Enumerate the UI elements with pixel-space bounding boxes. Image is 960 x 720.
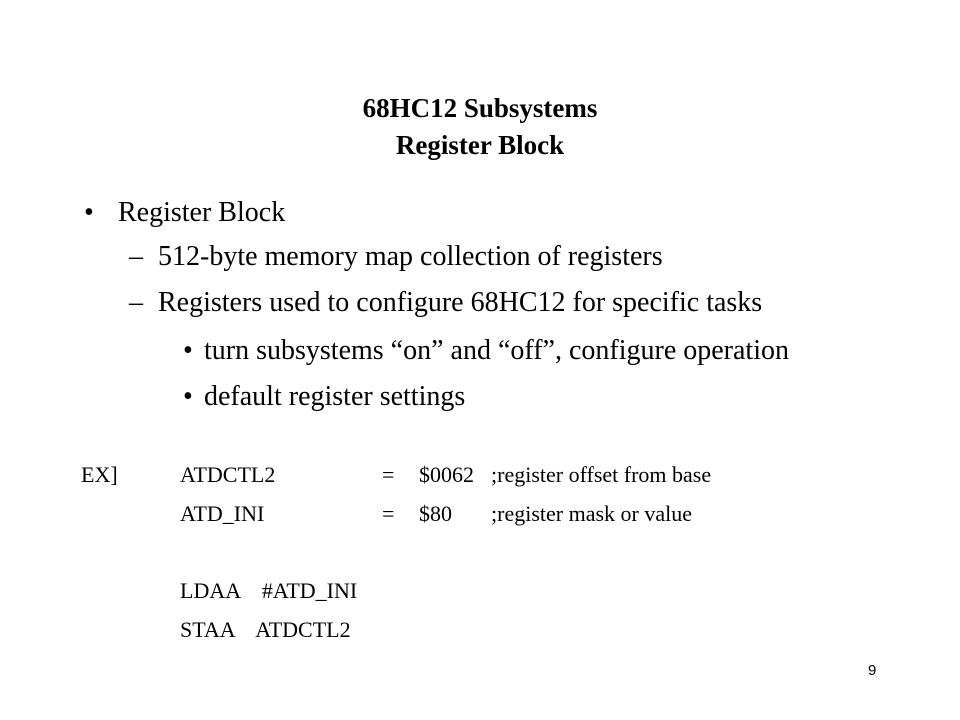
bullet-text: Register Block bbox=[118, 197, 286, 228]
code-equals: = bbox=[382, 501, 395, 526]
page-number: 9 bbox=[868, 662, 877, 679]
code-register-name: ATDCTL2 bbox=[180, 462, 276, 487]
bullet-marker: • bbox=[183, 381, 193, 412]
slide-title-line-2: Register Block bbox=[395, 130, 565, 160]
dash-marker: – bbox=[129, 241, 143, 272]
example-label: EX] bbox=[81, 462, 118, 487]
code-value: $80 bbox=[419, 501, 452, 526]
sub-sub-bullet-text: default register settings bbox=[204, 381, 466, 412]
bullet-marker: • bbox=[183, 335, 193, 366]
code-comment: ;register offset from base bbox=[491, 462, 712, 487]
code-instruction-ldaa: LDAA #ATD_INI bbox=[180, 578, 358, 603]
code-comment: ;register mask or value bbox=[491, 501, 692, 526]
slide-title-line-1: 68HC12 Subsystems bbox=[362, 93, 598, 123]
code-register-name: ATD_INI bbox=[180, 501, 265, 526]
code-value: $0062 bbox=[419, 462, 474, 487]
code-equals: = bbox=[382, 462, 395, 487]
code-instruction-staa: STAA ATDCTL2 bbox=[180, 617, 351, 642]
sub-sub-bullet-text: turn subsystems “on” and “off”, configur… bbox=[204, 335, 789, 366]
dash-marker: – bbox=[129, 287, 143, 318]
sub-bullet-text: Registers used to configure 68HC12 for s… bbox=[158, 287, 763, 318]
sub-bullet-text: 512-byte memory map collection of regist… bbox=[158, 241, 663, 272]
bullet-marker: • bbox=[84, 197, 94, 228]
